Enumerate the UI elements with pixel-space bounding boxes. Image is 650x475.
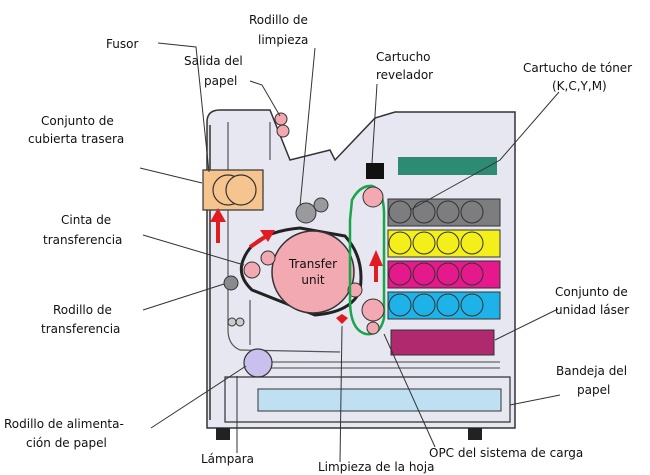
belt-roller-lower [260, 250, 276, 266]
label-salida-papel-2: papel [204, 74, 237, 88]
arrow-up-opc-head [369, 250, 383, 266]
label-unidad-laser-1: Conjunto de [555, 285, 628, 299]
label-rodillo-alimentacion-1: Rodillo de alimenta- [4, 417, 124, 431]
arrow-diagonal-head [260, 230, 275, 242]
opc-belt [348, 184, 386, 336]
label-cartucho-toner-1: Cartucho de tóner [523, 61, 632, 75]
label-bandeja-papel-2: papel [577, 383, 610, 397]
cleaning-blade [336, 314, 348, 324]
laser-unit [390, 329, 495, 356]
toner-top-bar [398, 157, 497, 175]
transfer-roller-small-2 [235, 317, 245, 327]
label-cartucho-revelador-2: revelador [376, 68, 433, 82]
foot-left [216, 428, 230, 440]
arrow-diagonal [248, 235, 267, 249]
label-cinta-transferencia-2: transferencia [43, 233, 122, 247]
label-salida-papel-1: Salida del [184, 54, 243, 68]
transfer-roller-small-1 [227, 317, 237, 327]
paper-tray-frame [224, 376, 511, 423]
label-rodillo-transferencia-1: Rodillo de [53, 303, 112, 317]
opc-roller-top [362, 186, 384, 208]
label-opc-sistema-carga: OPC del sistema de carga [429, 446, 583, 460]
label-limpieza-hoja: Limpieza de la hoja [318, 460, 434, 474]
label-rodillo-limpieza-2: limpieza [258, 33, 308, 47]
label-cubierta-trasera-2: cubierta trasera [28, 132, 124, 146]
fuser-roller-right [225, 174, 257, 206]
transfer-unit-label-1: Transfer [288, 257, 337, 271]
opc-roller-small [366, 321, 380, 335]
inner-rail [268, 361, 500, 369]
transfer-unit-label-2: unit [301, 273, 325, 287]
label-cinta-transferencia-1: Cinta de [61, 213, 111, 227]
developer-cartridge [366, 163, 384, 179]
paper-tray [257, 388, 502, 412]
foot-right [468, 428, 482, 440]
label-rodillo-limpieza-1: Rodillo de [249, 13, 308, 27]
arrow-up-fuser-head [210, 208, 226, 222]
toner-magenta [387, 260, 501, 289]
cleaning-roller-small [313, 197, 329, 213]
belt-roller-right [347, 282, 363, 298]
label-rodillo-transferencia-2: transferencia [41, 322, 120, 336]
belt-roller-left [243, 261, 261, 279]
cleaning-roller-large [295, 202, 317, 224]
label-cartucho-toner-2: (K,C,Y,M) [552, 79, 607, 93]
toner-black [387, 198, 501, 227]
exit-roller-bottom [276, 124, 290, 138]
label-fusor: Fusor [106, 37, 138, 51]
transfer-unit-drum [271, 230, 355, 314]
exit-roller-top [274, 112, 288, 126]
label-unidad-laser-2: unidad láser [555, 303, 629, 317]
leader-lines [139, 42, 561, 463]
label-cubierta-trasera-1: Conjunto de [41, 114, 114, 128]
transfer-roller [223, 275, 239, 291]
opc-roller-bottom [361, 298, 385, 322]
lamp [243, 348, 273, 378]
paper-path [227, 122, 341, 353]
toner-cyan [387, 291, 501, 320]
toner-yellow [387, 229, 501, 258]
label-cartucho-revelador-1: Cartucho [376, 50, 431, 64]
label-bandeja-papel-1: Bandeja del [556, 364, 627, 378]
label-lampara: Lámpara [201, 452, 254, 466]
label-rodillo-alimentacion-2: ción de papel [26, 436, 107, 450]
